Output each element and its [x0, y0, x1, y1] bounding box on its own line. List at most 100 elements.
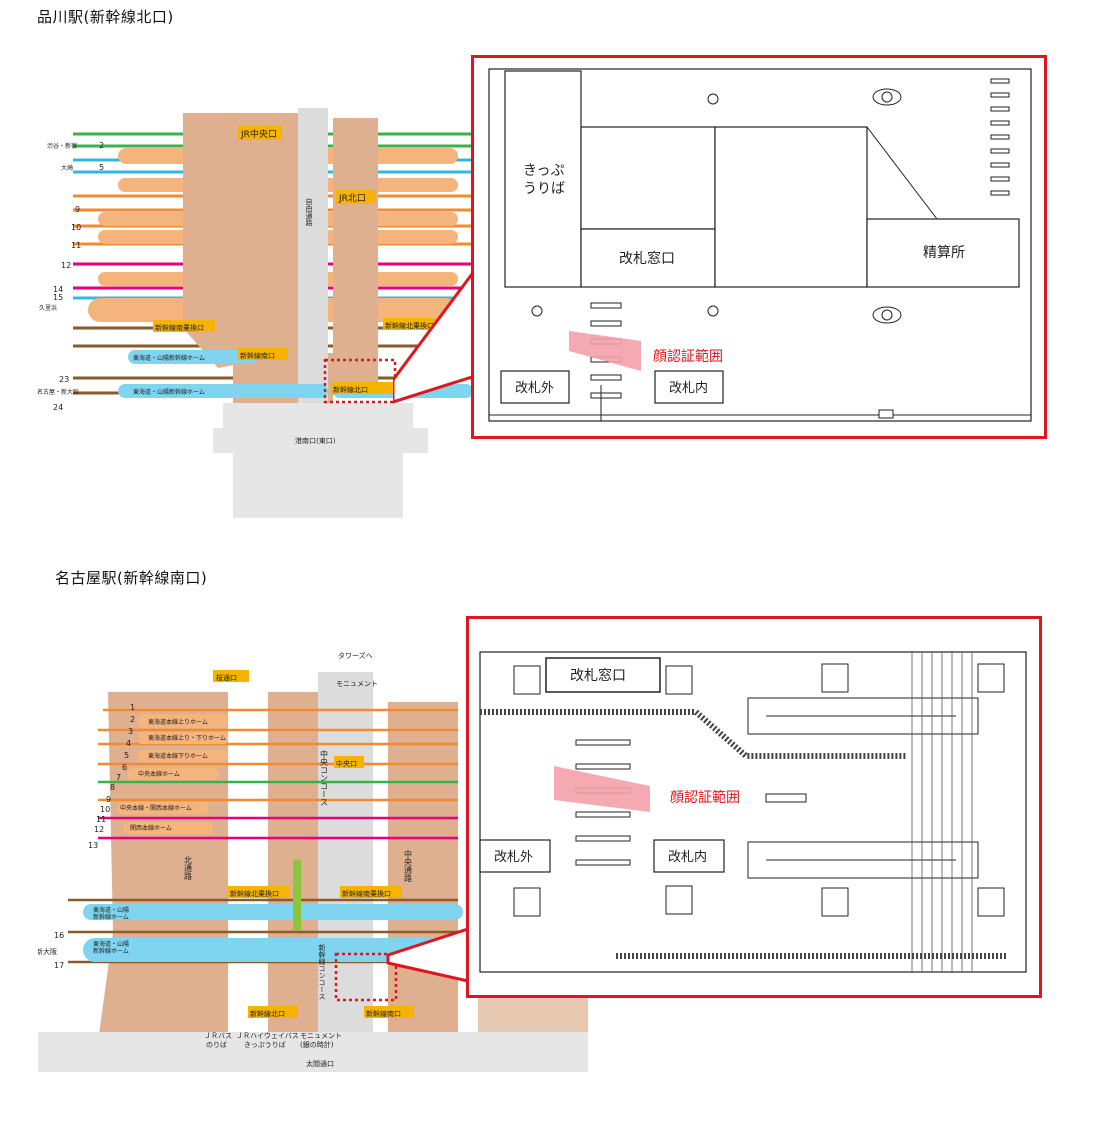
platform-name: 中央本線・関西本線ホーム	[120, 804, 192, 812]
north-passage-label: 北通路	[184, 856, 193, 880]
track-number: 7	[116, 773, 121, 782]
gate-shinkansen-north-transfer: 新幹線北乗換口	[385, 321, 434, 330]
shinkansen-platform-lower	[83, 938, 463, 962]
face-auth-range-label: 顔認証範囲	[670, 789, 740, 806]
gate-shinkansen-north-transfer: 新幹線北乗換口	[230, 889, 279, 898]
track-number: 15	[53, 293, 63, 302]
face-auth-range-marker	[569, 331, 641, 371]
track-number: 1	[130, 703, 135, 712]
section-title-nagoya: 名古屋駅(新幹線南口)	[55, 569, 208, 587]
direction-label: 久里浜	[39, 304, 57, 312]
track-number: 2	[130, 715, 135, 724]
green-passage	[293, 860, 301, 930]
port-exit-area	[213, 403, 428, 518]
stair-marks-right	[990, 78, 1010, 196]
shinagawa-gate-detail: きっぷうりば 改札窓口 精算所 顔認証範囲 改札外 改札内	[471, 55, 1047, 439]
direction-labels: 渋谷・新宿 大崎 久里浜 名古屋・新大阪	[37, 142, 79, 396]
track-number: 5	[99, 163, 104, 172]
face-auth-range-marker	[554, 766, 650, 812]
central-concourse	[318, 672, 373, 1072]
track-number: 3	[128, 727, 133, 736]
direction-label: 渋谷・新宿	[47, 142, 77, 150]
shinkansen-concourse-label: 新幹線コンコース	[318, 943, 326, 1000]
highway-bus-label: ＪＲハイウェイバスきっぷうりば	[236, 1032, 299, 1049]
gate-shinkansen-transfer: 新幹線南乗換口	[155, 323, 204, 332]
callout-connector-nagoya	[386, 926, 470, 983]
gate-jr-north-box	[336, 190, 376, 204]
free-passage	[298, 108, 328, 408]
track-numbers: 1 2 3 4 5 6 7 8 9 10 11 12 13 16 17	[54, 703, 135, 970]
pillar-icons	[531, 88, 902, 324]
outside-gate-label: 改札外	[515, 381, 554, 396]
track-numbers: 2 5 9 10 11 12 14 15 23 24	[53, 141, 104, 412]
shinkansen-platform-lower	[118, 384, 328, 398]
track-number: 13	[88, 841, 98, 850]
free-passage-label: 自由通路	[305, 197, 313, 227]
platform-label-lower: 東海道・山陽新幹線ホーム	[133, 388, 205, 396]
direction-label: 大崎	[61, 164, 73, 172]
platform-name: 関西本線ホーム	[130, 824, 172, 832]
gate-window-label: 改札窓口	[570, 667, 626, 684]
outside-gate-label: 改札外	[494, 850, 533, 865]
shinagawa-station-map: 東海道・山陽新幹線ホーム 東海道・山陽新幹線ホーム JR中央口 JR北口 新幹線…	[37, 108, 473, 518]
platform-label-upper: 東海道・山陽新幹線ホーム	[133, 354, 205, 362]
fare-office-label: 精算所	[923, 245, 965, 261]
escalators	[747, 697, 979, 879]
gate-jr-central-box	[238, 126, 282, 140]
port-exit-label: 港南口(東口)	[295, 436, 336, 445]
track-number: 11	[96, 815, 106, 824]
shinkansen-platform-upper	[83, 904, 463, 920]
track-number: 12	[61, 261, 71, 270]
track-number: 10	[71, 223, 81, 232]
track-number: 16	[54, 931, 64, 940]
monument-label: モニュメント	[336, 680, 378, 688]
outside-gate-box	[500, 370, 570, 404]
nagoya-gate-detail: 改札窓口 顔認証範囲 改札外 改札内	[466, 616, 1042, 998]
tower-label: タワーズへ	[338, 651, 373, 660]
track-number: 4	[126, 739, 131, 748]
inside-gate-label: 改札内	[669, 380, 708, 396]
gate-shinkansen-south: 新幹線南口	[240, 351, 275, 360]
track-number: 24	[53, 403, 63, 412]
monument-silver-label: モニュメント(銀の時計)	[300, 1032, 342, 1049]
highlight-box	[334, 952, 398, 1002]
direction-label: 名古屋・新大阪	[37, 388, 79, 396]
gate-central: 中央口	[336, 759, 357, 768]
gate-shinkansen-north-box	[331, 382, 393, 394]
shinkansen-platform-upper	[128, 350, 258, 364]
gate-shinkansen-north-transfer-box	[383, 318, 445, 330]
track-number: 6	[122, 763, 127, 772]
gate-shinkansen-south-box	[238, 348, 288, 360]
section-title-shinagawa: 品川駅(新幹線北口)	[37, 8, 174, 26]
platform-name: 東海道本線上りホーム	[148, 718, 208, 726]
stair-lines	[911, 652, 973, 972]
outside-gate-box	[479, 839, 551, 873]
ticket-office-label: きっぷうりば	[523, 163, 565, 197]
platform-name: 東海道本線上り・下りホーム	[148, 734, 226, 742]
jr-bus-label: ＪＲバスのりば	[204, 1032, 232, 1049]
track-number: 12	[94, 825, 104, 834]
direction-label: 新大阪	[38, 947, 57, 956]
platform-label-lower: 東海道・山陽新幹線ホーム	[93, 940, 129, 955]
central-passage-label: 中央通路	[404, 849, 413, 882]
gate-jr-central: JR中央口	[240, 128, 277, 140]
track-number: 11	[71, 241, 81, 250]
platform-label-upper: 東海道・山陽新幹線ホーム	[93, 906, 129, 921]
track-number: 10	[100, 805, 110, 814]
track-number: 8	[110, 783, 115, 792]
platform-names: 東海道本線上りホーム 東海道本線上り・下りホーム 東海道本線下りホーム 中央本線…	[120, 718, 226, 832]
inside-gate-box	[653, 839, 725, 873]
gate-jr-north: JR北口	[338, 193, 366, 204]
central-concourse-label: 中央コンコース	[320, 749, 329, 806]
fare-office-box	[866, 218, 1020, 288]
track-number: 5	[124, 751, 129, 760]
gate-shinkansen-transfer-box	[153, 320, 215, 332]
tactile-path	[480, 709, 906, 759]
gate-window-box	[545, 657, 661, 693]
gate-shinkansen-south: 新幹線南口	[366, 1009, 401, 1018]
taiko-exit-label: 太閤通口	[306, 1059, 334, 1068]
track-number: 23	[59, 375, 69, 384]
inside-gate-label: 改札内	[668, 849, 707, 865]
track-number: 17	[54, 961, 64, 970]
callout-connector-shinagawa	[393, 270, 477, 404]
